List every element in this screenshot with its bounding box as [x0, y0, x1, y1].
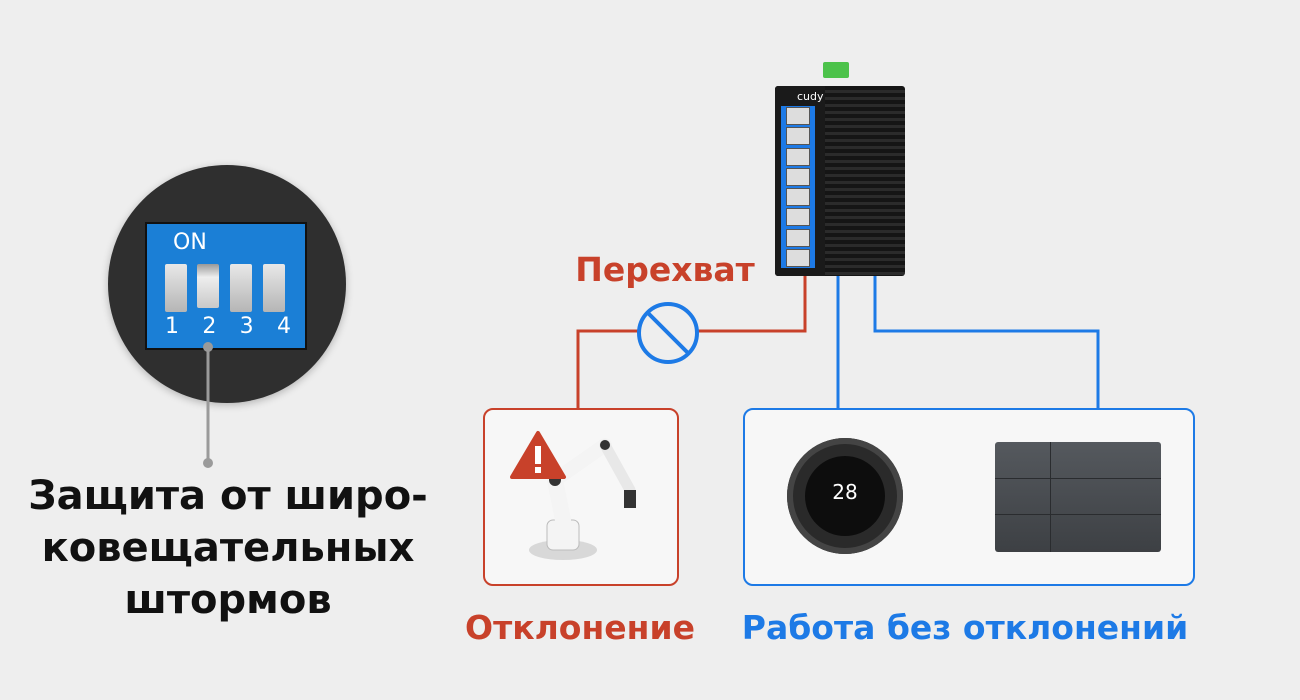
intercept-label: Перехват — [575, 250, 755, 289]
thermostat-display: 28 — [832, 480, 858, 504]
normal-operation-label: Работа без отклонений — [741, 608, 1189, 647]
dip-toggle-2 — [197, 264, 219, 308]
dip-number: 4 — [276, 314, 291, 339]
caption-line: штормов — [124, 577, 332, 623]
caption-line: ковещательных — [41, 525, 415, 571]
dip-switch-zoom: ON 1 2 3 4 — [108, 165, 346, 403]
thermostat: 28 — [787, 438, 903, 554]
port-panel — [781, 106, 815, 268]
feature-caption: Защита от широ- ковещательных штормов — [0, 470, 456, 626]
brand-logo: cudy — [797, 90, 824, 103]
dip-number: 3 — [239, 314, 254, 339]
dip-number: 2 — [202, 314, 217, 339]
dip-toggle-4 — [263, 264, 285, 312]
warning-icon — [510, 431, 566, 479]
caption-line: Защита от широ- — [28, 473, 428, 519]
dip-switch-body: ON 1 2 3 4 — [145, 222, 307, 350]
dip-number: 1 — [165, 314, 179, 339]
dip-toggle-1 — [165, 264, 187, 312]
power-terminal — [823, 62, 849, 78]
industrial-switch: cudy — [775, 62, 905, 276]
dip-toggle-3 — [230, 264, 252, 312]
deviation-device-box — [483, 408, 679, 586]
prohibited-icon — [637, 302, 699, 364]
normal-devices-box: 28 — [743, 408, 1195, 586]
plc-controller — [995, 442, 1161, 552]
deviation-label: Отклонение — [465, 608, 695, 647]
dip-on-label: ON — [173, 230, 207, 255]
dip-numbers: 1 2 3 4 — [165, 314, 291, 339]
